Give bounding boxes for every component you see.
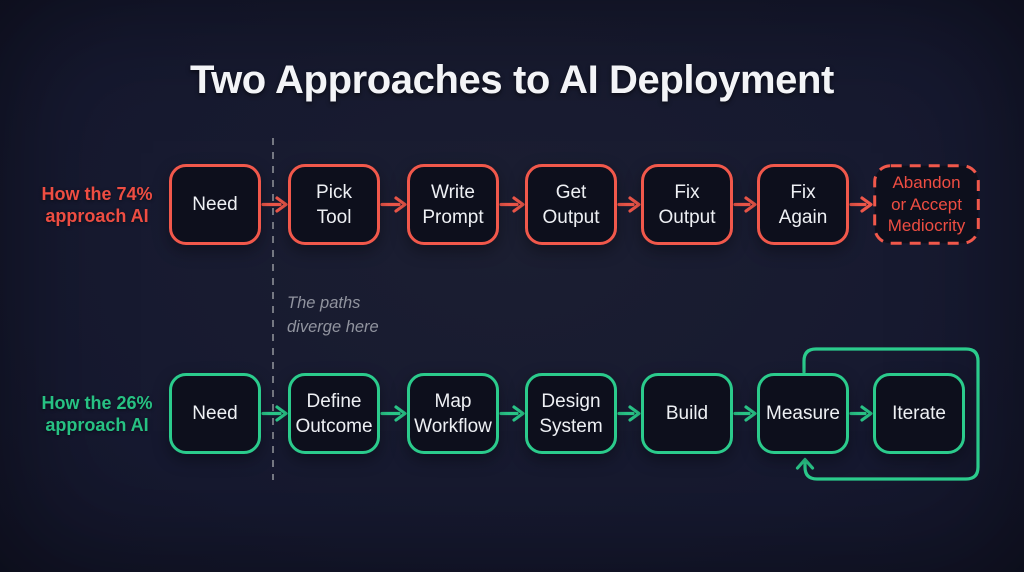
row-label-line: approach AI bbox=[45, 415, 149, 435]
flow-arrow bbox=[849, 196, 873, 213]
flow-arrow bbox=[617, 405, 641, 422]
divergence-note-line: The paths bbox=[287, 294, 361, 312]
flow-arrow bbox=[261, 196, 288, 213]
flow-step-box: Build bbox=[641, 373, 733, 454]
divergence-note-line: diverge here bbox=[287, 318, 379, 336]
flow-step-label: Measure bbox=[766, 403, 840, 424]
flow-step-label: Prompt bbox=[422, 206, 484, 228]
flow-step-label: System bbox=[539, 415, 603, 437]
flow-step-label: Design bbox=[541, 390, 601, 412]
flow-step-label: Need bbox=[192, 194, 238, 215]
flow-step-label: Outcome bbox=[295, 415, 373, 437]
flow-arrow bbox=[380, 405, 407, 422]
flow-step-box: Need bbox=[169, 373, 261, 454]
flow-step-label: Need bbox=[192, 403, 238, 424]
flow-arrow bbox=[849, 405, 873, 422]
flow-step-label: Define bbox=[306, 390, 362, 412]
flow-step-label: Output bbox=[542, 206, 600, 228]
flow-arrow bbox=[499, 196, 525, 213]
flow-step-label: Fix bbox=[790, 181, 816, 203]
dashed-box-outline bbox=[873, 164, 980, 245]
row-label-approach-26: How the 26%approach AI bbox=[12, 392, 182, 436]
flow-step-label: Mediocrity bbox=[887, 216, 966, 236]
flow-step-box: Measure bbox=[757, 373, 849, 454]
flow-step-box: Iterate bbox=[873, 373, 965, 454]
flow-step-label: Pick bbox=[316, 181, 352, 203]
loop-arrow bbox=[795, 347, 980, 481]
flow-step-box: Need bbox=[169, 164, 261, 245]
page-title: Two Approaches to AI Deployment bbox=[190, 58, 834, 102]
flow-step-label: Abandon bbox=[892, 173, 961, 193]
flow-arrow bbox=[733, 405, 757, 422]
row-label-line: How the 26% bbox=[41, 393, 153, 413]
flow-arrow bbox=[380, 196, 407, 213]
flow-arrow bbox=[617, 196, 641, 213]
flow-step-label: Tool bbox=[316, 206, 352, 228]
flow-step-label: Fix bbox=[674, 181, 700, 203]
flow-step-label: Output bbox=[658, 206, 716, 228]
flow-arrow bbox=[733, 196, 757, 213]
flow-step-label: Build bbox=[665, 403, 709, 424]
flow-step-label: Write bbox=[431, 181, 475, 203]
flow-step-label: Map bbox=[434, 390, 472, 412]
flow-arrow bbox=[261, 405, 288, 422]
row-label-line: How the 74% bbox=[41, 184, 153, 204]
row-label-approach-74: How the 74%approach AI bbox=[12, 183, 182, 227]
row-label-line: approach AI bbox=[45, 206, 149, 226]
divergence-note: The paths diverge here bbox=[287, 291, 379, 339]
flow-step-label: Again bbox=[778, 206, 828, 228]
flow-step-label: Workflow bbox=[414, 415, 492, 437]
flow-step-label: Get bbox=[555, 181, 587, 203]
flow-step-label: or Accept bbox=[891, 194, 962, 214]
flow-step-label: Iterate bbox=[892, 403, 946, 424]
flow-arrow bbox=[499, 405, 525, 422]
